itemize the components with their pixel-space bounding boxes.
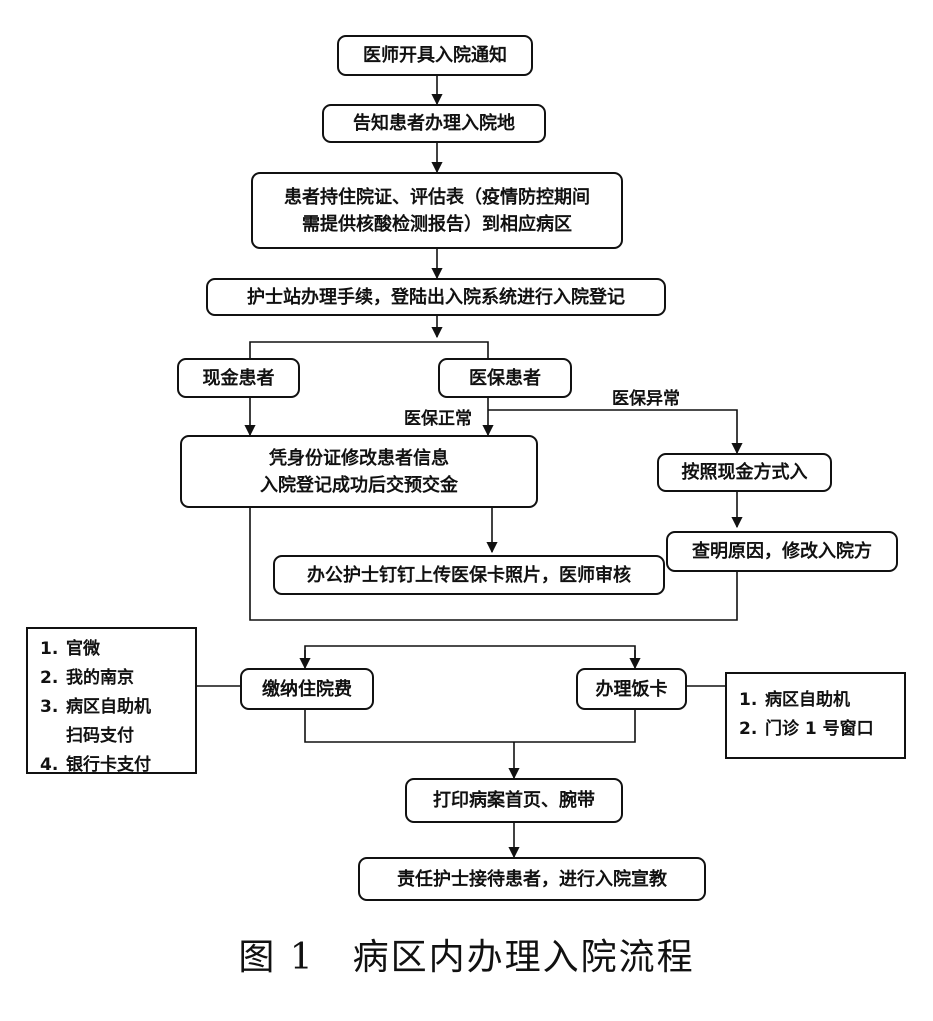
node-inform-patient-text: 告知患者办理入院地 xyxy=(353,113,515,134)
node-print-record: 打印病案首页、腕带 xyxy=(405,778,623,823)
node-nurse-station: 护士站办理手续，登陆出入院系统进行入院登记 xyxy=(206,278,666,316)
meal-option: 1.病区自助机 xyxy=(739,690,850,710)
node-doctor-notice-text: 医师开具入院通知 xyxy=(363,45,507,66)
node-print-record-text: 打印病案首页、腕带 xyxy=(433,790,595,811)
meal-option: 2.门诊 1 号窗口 xyxy=(739,719,874,739)
edge-ins-abnormal xyxy=(488,409,743,455)
node-cash-patient-text: 现金患者 xyxy=(202,367,275,389)
pay-option: 1.官微 xyxy=(40,639,100,659)
node-inform-patient: 告知患者办理入院地 xyxy=(322,104,546,143)
edge-merge xyxy=(249,508,738,621)
node-patient-documents-text: 患者持住院证、评估表（疫情防控期间 需提供核酸检测报告）到相应病区 xyxy=(284,186,590,235)
node-doctor-notice: 医师开具入院通知 xyxy=(337,35,533,76)
node-fix-admission: 查明原因，修改入院方 xyxy=(666,531,898,572)
node-pay-fee: 缴纳住院费 xyxy=(240,668,374,710)
label-insurance-normal: 医保正常 xyxy=(404,409,472,429)
node-nurse-reception: 责任护士接待患者，进行入院宣教 xyxy=(358,857,706,901)
edge-pay-meal-join xyxy=(304,710,636,743)
pay-option: 4.银行卡支付 xyxy=(40,755,151,775)
node-cash-patient: 现金患者 xyxy=(177,358,300,398)
node-cash-mode: 按照现金方式入 xyxy=(657,453,832,492)
pay-options-box: 1.官微 2.我的南京 3.病区自助机 扫码支付 4.银行卡支付 xyxy=(26,627,197,775)
node-nurse-station-text: 护士站办理手续，登陆出入院系统进行入院登记 xyxy=(247,286,625,308)
node-verify-id: 凭身份证修改患者信息 入院登记成功后交预交金 xyxy=(180,435,538,508)
node-patient-documents: 患者持住院证、评估表（疫情防控期间 需提供核酸检测报告）到相应病区 xyxy=(251,172,623,249)
edge-merge-split xyxy=(304,645,636,666)
node-nurse-reception-text: 责任护士接待患者，进行入院宣教 xyxy=(397,868,667,890)
pay-option: 3.病区自助机 xyxy=(40,697,151,717)
edge-split-branches xyxy=(249,341,489,358)
node-verify-id-text: 凭身份证修改患者信息 入院登记成功后交预交金 xyxy=(260,447,458,496)
node-upload-card-text: 办公护士钉钉上传医保卡照片，医师审核 xyxy=(307,564,631,586)
node-insurance-patient: 医保患者 xyxy=(438,358,572,398)
node-upload-card: 办公护士钉钉上传医保卡照片，医师审核 xyxy=(273,555,665,595)
pay-option: 2.我的南京 xyxy=(40,668,134,688)
node-meal-card-text: 办理饭卡 xyxy=(595,678,668,700)
node-fix-admission-text: 查明原因，修改入院方 xyxy=(692,541,872,562)
figure-caption: 图 1 病区内办理入院流程 xyxy=(238,937,695,978)
label-insurance-abnormal: 医保异常 xyxy=(612,389,680,409)
meal-options-box: 1.病区自助机 2.门诊 1 号窗口 xyxy=(725,672,906,759)
node-cash-mode-text: 按照现金方式入 xyxy=(681,462,808,483)
node-insurance-patient-text: 医保患者 xyxy=(469,367,541,389)
node-meal-card: 办理饭卡 xyxy=(576,668,687,710)
node-pay-fee-text: 缴纳住院费 xyxy=(262,678,352,700)
pay-option: 扫码支付 xyxy=(66,726,134,746)
